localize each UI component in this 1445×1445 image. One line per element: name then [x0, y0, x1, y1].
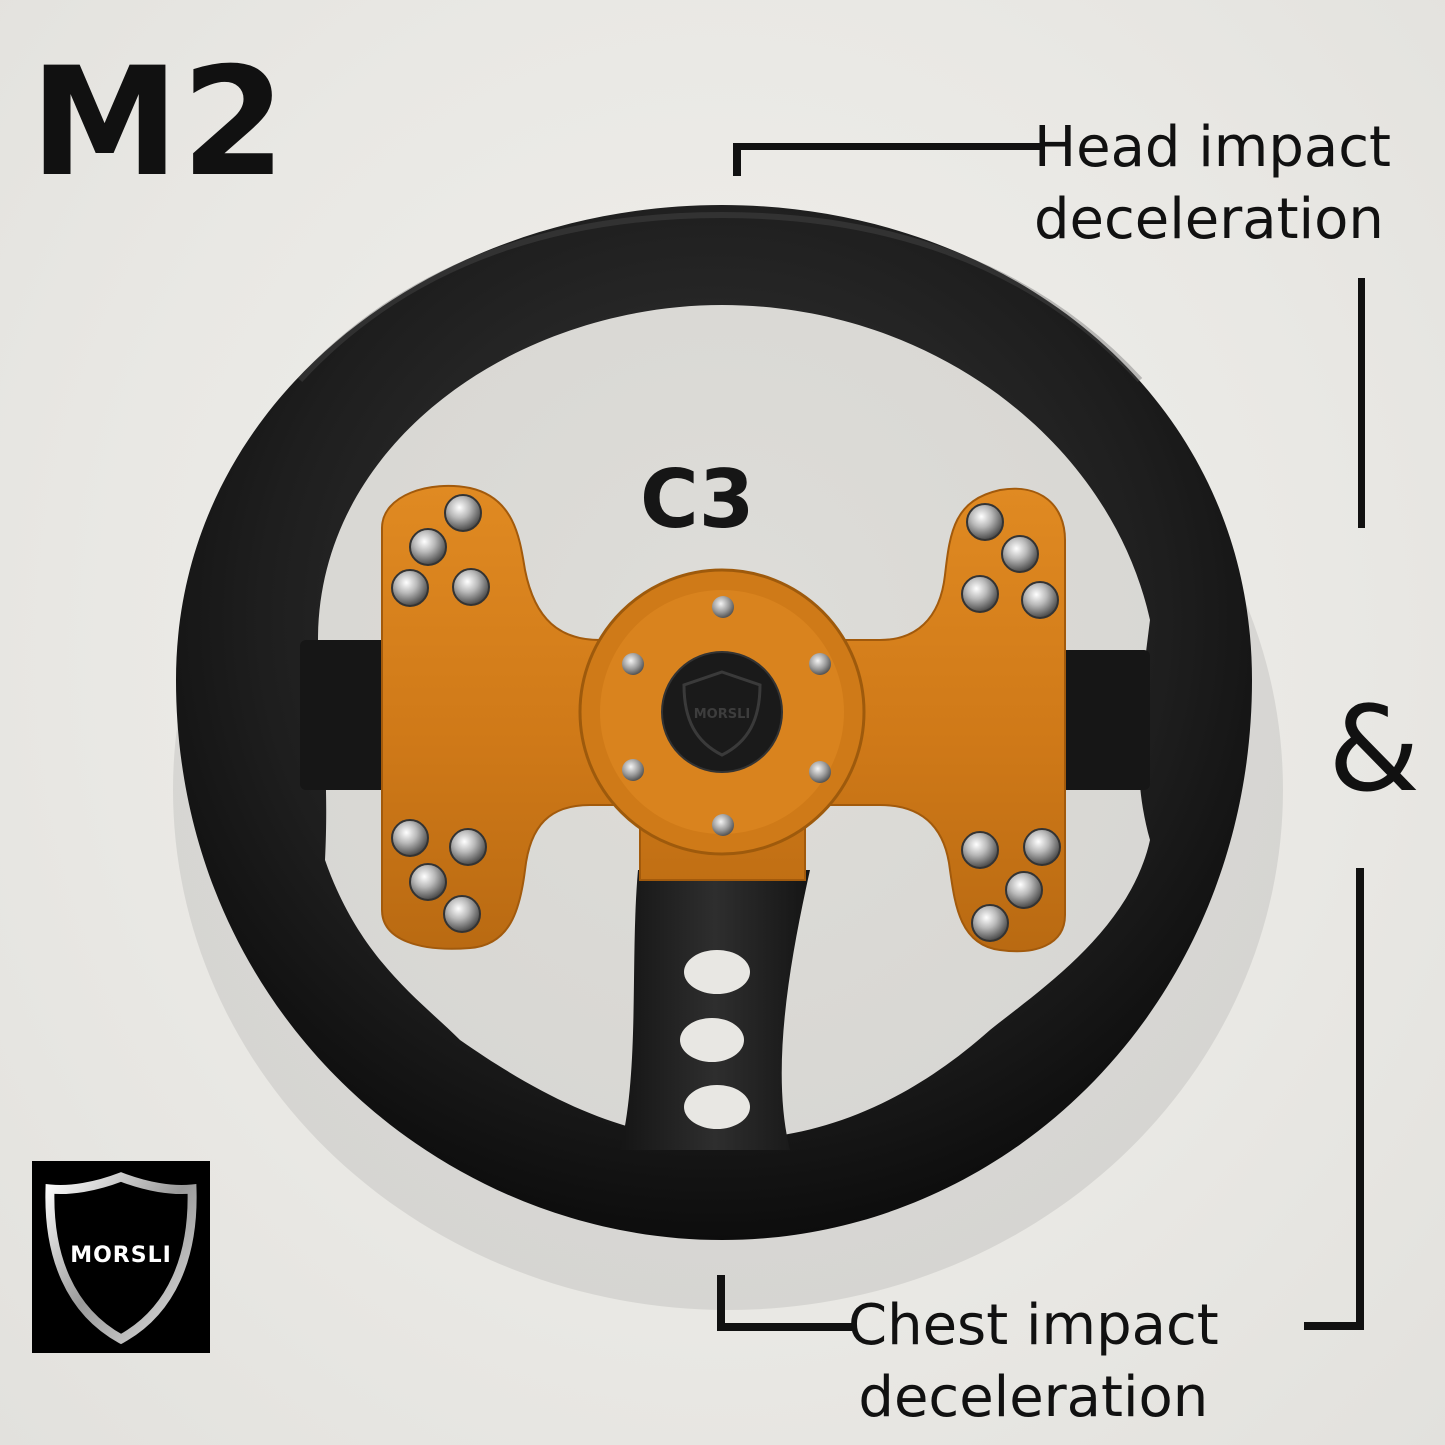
- left-mount: [300, 640, 390, 790]
- chest-impact-callout: Chest impact deceleration: [848, 1290, 1219, 1434]
- push-button[interactable]: [444, 494, 482, 532]
- push-button[interactable]: [452, 568, 490, 606]
- hub-bolt: [809, 653, 831, 675]
- chest-bracket-vertical: [717, 1275, 725, 1331]
- spoke-hole-3: [684, 1085, 750, 1129]
- connector-line-bottom: [1356, 868, 1364, 1330]
- brand-logo: MORSLI: [32, 1161, 210, 1353]
- push-button[interactable]: [961, 575, 999, 613]
- chest-callout-line2: deceleration: [858, 1365, 1209, 1430]
- push-button[interactable]: [966, 503, 1004, 541]
- spoke-hole-1: [684, 950, 750, 994]
- center-label: C3: [640, 453, 755, 546]
- hub-shield-icon: [682, 670, 762, 757]
- hub-logo-text: MORSLI: [694, 707, 750, 722]
- push-button[interactable]: [1023, 828, 1061, 866]
- push-button[interactable]: [1001, 535, 1039, 573]
- left-button-cluster: [391, 494, 490, 933]
- hub-bolt: [622, 653, 644, 675]
- hub-bolt: [712, 596, 734, 618]
- push-button[interactable]: [1005, 871, 1043, 909]
- right-mount: [1060, 650, 1150, 790]
- chest-callout-line1: Chest impact: [848, 1293, 1219, 1358]
- push-button[interactable]: [391, 569, 429, 607]
- head-bracket-vertical: [733, 143, 741, 176]
- right-button-cluster: [961, 503, 1061, 942]
- shield-icon: [45, 1172, 197, 1345]
- connector-line-foot: [1304, 1322, 1364, 1330]
- head-callout-line1: Head impact: [1034, 115, 1391, 180]
- ampersand-connector: &: [1328, 680, 1421, 818]
- push-button[interactable]: [971, 904, 1009, 942]
- model-title: M2: [30, 36, 288, 210]
- push-button[interactable]: [449, 828, 487, 866]
- hub-bolt: [622, 759, 644, 781]
- push-button[interactable]: [391, 819, 429, 857]
- push-button[interactable]: [961, 831, 999, 869]
- push-button[interactable]: [1021, 581, 1059, 619]
- head-bracket-horizontal: [733, 143, 1041, 150]
- bottom-spoke: [620, 870, 810, 1150]
- hub-bolt: [712, 814, 734, 836]
- rim-highlight: [297, 211, 1143, 383]
- push-button[interactable]: [443, 895, 481, 933]
- spoke-hole-2: [680, 1018, 744, 1062]
- connector-line-top: [1358, 278, 1365, 528]
- push-button[interactable]: [409, 528, 447, 566]
- chest-bracket-horizontal: [717, 1323, 852, 1331]
- head-impact-callout: Head impact deceleration: [1034, 112, 1391, 256]
- push-button[interactable]: [409, 863, 447, 901]
- head-callout-line2: deceleration: [1034, 187, 1384, 252]
- logo-text: MORSLI: [70, 1243, 172, 1268]
- hub-bolt: [809, 761, 831, 783]
